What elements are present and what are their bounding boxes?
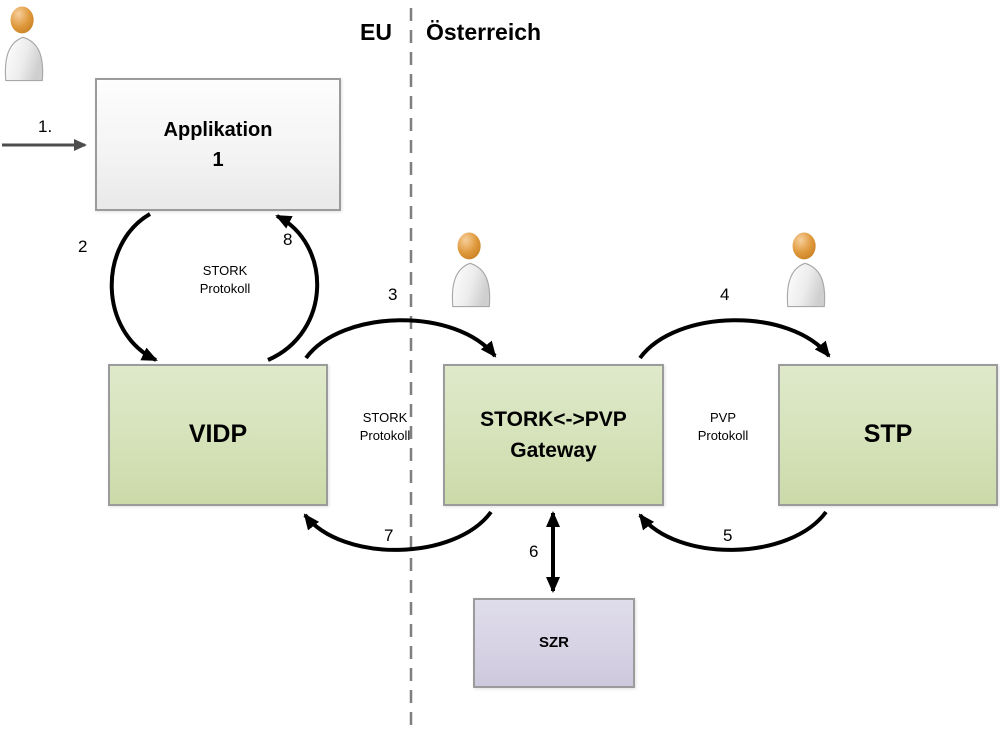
- step-label-3: 3: [388, 285, 398, 304]
- arrow-step-3: [304, 318, 497, 360]
- step-label-6: 6: [529, 542, 539, 561]
- arrow-step-5: [638, 510, 828, 552]
- node-vidp-label: VIDP: [188, 420, 248, 449]
- protocol-label-stork-app-vidp: STORK Protokoll: [170, 262, 280, 297]
- person-icon: [786, 232, 826, 308]
- protocol-label-line1: PVP: [709, 410, 736, 425]
- node-applikation-1-label-line2: 1: [212, 148, 224, 171]
- node-szr: SZR: [473, 598, 635, 688]
- arrow-step-4: [638, 318, 831, 360]
- person-icon: [4, 6, 44, 82]
- step-label-4: 4: [720, 285, 730, 304]
- node-vidp: VIDP: [108, 364, 328, 506]
- step-label-5: 5: [723, 526, 733, 545]
- step-label-7: 7: [384, 526, 394, 545]
- node-stork-pvp-gateway: STORK<->PVP Gateway: [443, 364, 664, 506]
- node-applikation-1: Applikation 1: [95, 78, 341, 211]
- person-icon: [451, 232, 491, 308]
- step-label-2: 2: [78, 237, 88, 256]
- arrow-step-7: [303, 510, 493, 552]
- arrow-step-2: [109, 212, 158, 362]
- protocol-label-line2: Protokoll: [359, 427, 411, 443]
- step-label-1: 1.: [38, 117, 53, 136]
- header-eu: EU: [360, 19, 392, 45]
- protocol-label-line2: Protokoll: [697, 427, 749, 443]
- header-oesterreich: Österreich: [426, 19, 542, 45]
- node-applikation-1-label-line1: Applikation: [163, 118, 273, 141]
- node-stp: STP: [778, 364, 998, 506]
- protocol-label-stork-vidp-gateway: STORK Protokoll: [330, 409, 440, 444]
- protocol-label-line1: STORK: [362, 410, 408, 425]
- protocol-label-line1: STORK: [202, 263, 248, 278]
- protocol-label-line2: Protokoll: [199, 280, 251, 296]
- node-gateway-label-line1: STORK<->PVP: [480, 407, 627, 431]
- step-label-8: 8: [283, 230, 293, 249]
- protocol-label-pvp-gateway-stp: PVP Protokoll: [668, 409, 778, 444]
- node-szr-label: SZR: [539, 633, 569, 651]
- node-stp-label: STP: [863, 420, 913, 449]
- node-gateway-label-line2: Gateway: [510, 439, 597, 462]
- arrow-step-8: [267, 214, 320, 362]
